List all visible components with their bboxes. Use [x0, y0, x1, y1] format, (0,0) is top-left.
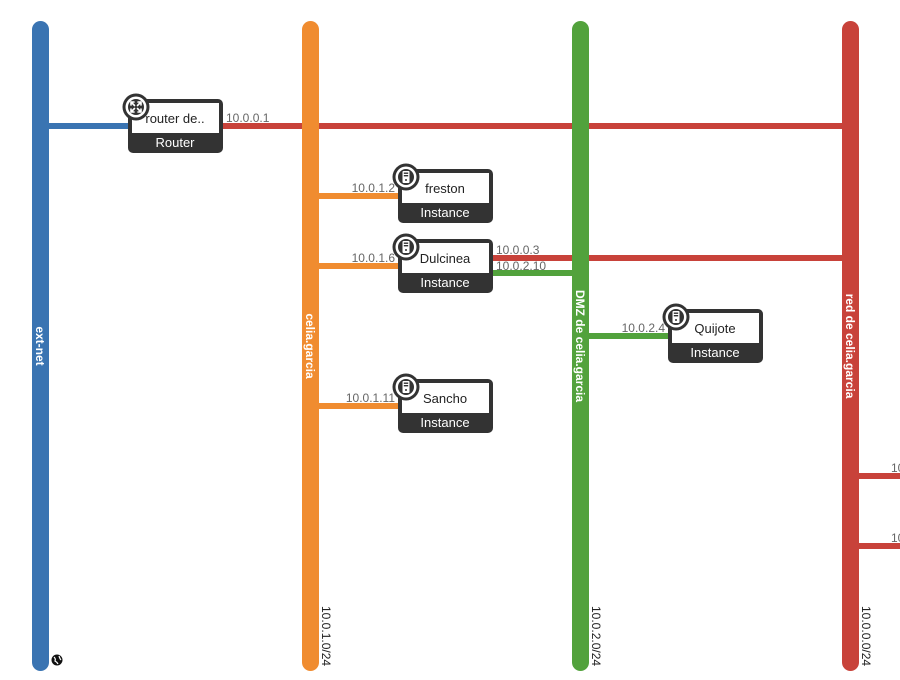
server-icon	[662, 303, 690, 331]
server-icon	[392, 233, 420, 261]
ip-label: 10	[891, 461, 900, 475]
instance-node-sancho[interactable]: Sancho Instance	[392, 373, 494, 434]
network-name: red de celia.garcia	[843, 294, 857, 399]
ip-label: 10.0.0.3	[496, 243, 540, 257]
router-node[interactable]: router de.. Router	[122, 93, 224, 154]
ip-label: 10	[891, 531, 900, 545]
network-celia-garcia[interactable]: celia.garcia 10.0.1.0/24	[302, 21, 333, 671]
node-type: Router	[155, 135, 195, 150]
node-type: Instance	[420, 415, 469, 430]
instance-node-freston[interactable]: freston Instance	[392, 163, 494, 224]
network-cidr: 10.0.2.0/24	[589, 606, 603, 666]
server-icon	[392, 373, 420, 401]
node-title: Sancho	[423, 391, 467, 406]
network-dmz[interactable]: DMZ de celia.garcia 10.0.2.0/24	[572, 21, 603, 671]
node-type: Instance	[690, 345, 739, 360]
ip-label: 10.0.2.10	[496, 259, 546, 273]
network-name: DMZ de celia.garcia	[573, 290, 587, 402]
instance-node-dulcinea[interactable]: Dulcinea Instance	[392, 233, 494, 294]
network-name: ext-net	[33, 326, 47, 365]
ip-labels: 10.0.0.1 10.0.1.2 10.0.1.6 10.0.0.3 10.0…	[226, 111, 900, 545]
node-type: Instance	[420, 275, 469, 290]
connections	[48, 123, 900, 549]
network-bar[interactable]	[302, 21, 319, 671]
network-cidr: 10.0.0.0/24	[859, 606, 873, 666]
ip-label: 10.0.1.6	[352, 251, 396, 265]
node-type: Instance	[420, 205, 469, 220]
ip-label: 10.0.1.11	[346, 391, 395, 405]
network-ext-net[interactable]: ext-net	[32, 21, 63, 671]
network-bar[interactable]	[842, 21, 859, 671]
ip-label: 10.0.0.1	[226, 111, 270, 125]
network-bar[interactable]	[32, 21, 49, 671]
node-title: freston	[425, 181, 465, 196]
ip-label: 10.0.2.4	[622, 321, 666, 335]
network-name: celia.garcia	[303, 313, 317, 379]
ip-label: 10.0.1.2	[352, 181, 396, 195]
router-icon	[122, 93, 150, 121]
node-title: router de..	[145, 111, 204, 126]
network-bar[interactable]	[572, 21, 589, 671]
node-title: Quijote	[694, 321, 735, 336]
instance-node-quijote[interactable]: Quijote Instance	[662, 303, 764, 364]
network-cidr: 10.0.1.0/24	[319, 606, 333, 666]
network-red-celia[interactable]: red de celia.garcia 10.0.0.0/24	[842, 21, 873, 671]
server-icon	[392, 163, 420, 191]
globe-icon	[51, 654, 63, 666]
node-title: Dulcinea	[420, 251, 471, 266]
